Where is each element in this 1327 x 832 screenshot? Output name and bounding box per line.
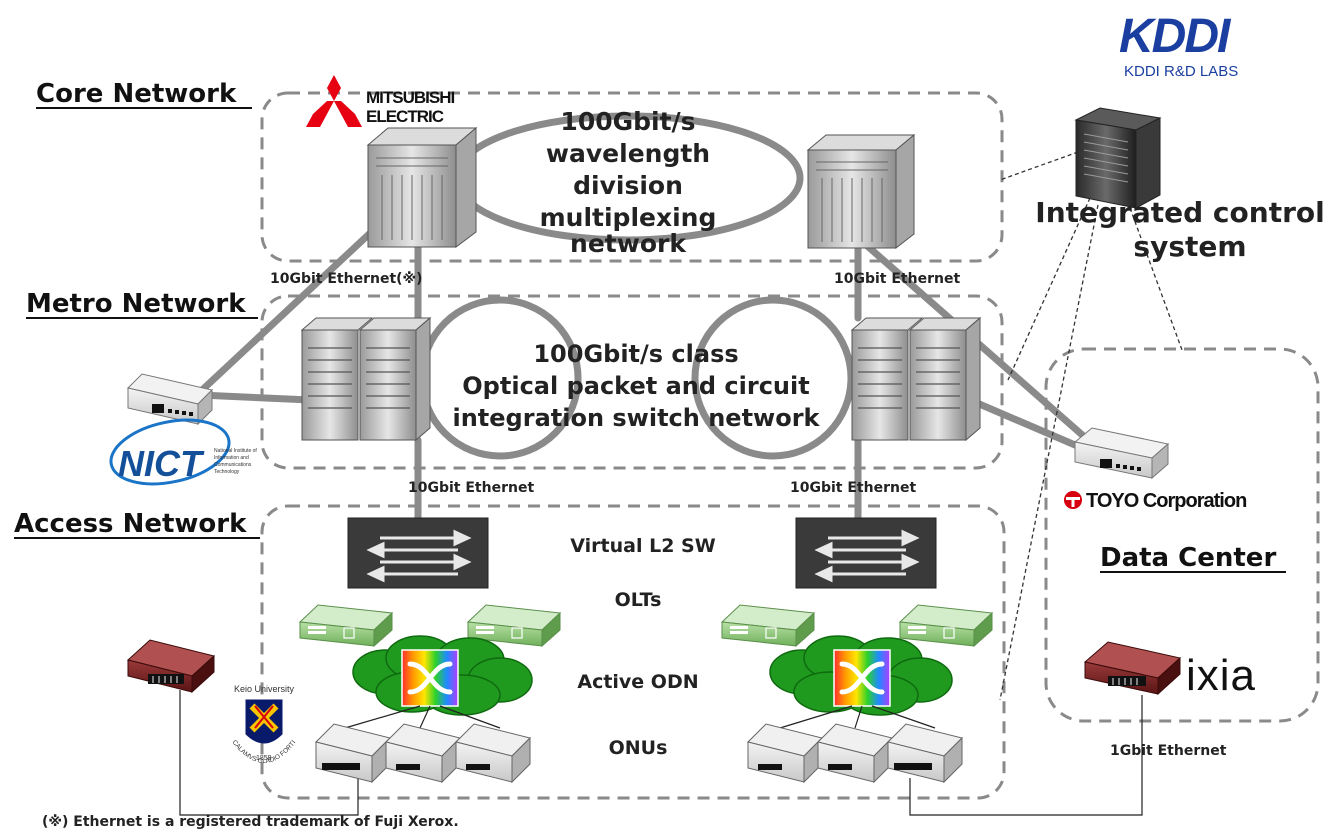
footnote: (※) Ethernet is a registered trademark o… xyxy=(42,814,459,830)
metro-ring-line-2: Optical packet and circuit xyxy=(462,372,809,400)
odn-cloud-right xyxy=(769,635,953,716)
metro-switch-right xyxy=(850,316,982,442)
core-ring-line-3: division xyxy=(573,171,683,200)
access-label-l2sw: Virtual L2 SW xyxy=(570,535,715,557)
metro-network-title: Metro Network xyxy=(26,289,246,319)
access-label-onus: ONUs xyxy=(609,737,668,759)
link-label-dc: 1Gbit Ethernet xyxy=(1110,743,1227,759)
nict-logo-text: NICT xyxy=(118,443,205,484)
control-system-label: Integrated control system xyxy=(1035,196,1324,263)
link-label-metro-left: 10Gbit Ethernet xyxy=(408,480,534,496)
kddi-logo: KDDI KDDI R&D LABS xyxy=(1119,10,1238,80)
core-ring-label: 100Gbit/s wavelength division multiplexi… xyxy=(540,107,717,258)
access-label-olts: OLTs xyxy=(615,589,662,611)
core-ring-line-4: multiplexing xyxy=(540,203,717,232)
access-network-title: Access Network xyxy=(14,509,247,539)
toyo-logo-text: TOYO Corporation xyxy=(1086,490,1246,512)
link-label-metro-right: 10Gbit Ethernet xyxy=(790,480,916,496)
metro-ring-right xyxy=(691,296,855,460)
test-links xyxy=(179,690,1143,816)
link-label-core-right: 10Gbit Ethernet xyxy=(834,271,960,287)
kddi-sub-text: KDDI R&D LABS xyxy=(1124,63,1238,80)
metro-network-area xyxy=(260,294,1004,470)
data-center-title: Data Center xyxy=(1100,543,1276,573)
odn-fanout xyxy=(344,705,936,729)
olt-4 xyxy=(898,604,994,648)
olt-1 xyxy=(298,604,394,648)
odn-cloud-left xyxy=(352,635,533,716)
core-network-area xyxy=(260,91,1004,263)
mitsubishi-text-1: MITSUBISHI xyxy=(366,88,455,107)
l2-switch-left xyxy=(347,517,489,589)
ixia-logo-text: ixia xyxy=(1186,651,1256,700)
nict-sub-2: Information and xyxy=(214,455,249,461)
link-label-core-left: 10Gbit Ethernet(※) xyxy=(270,271,423,287)
olt-3 xyxy=(720,604,816,648)
onu-group-right xyxy=(747,723,963,784)
kddi-logo-text: KDDI xyxy=(1119,10,1232,63)
ixia-logo: ixia xyxy=(1186,651,1256,700)
tester-right xyxy=(1083,641,1182,696)
edge-box-left xyxy=(127,373,213,426)
keio-year: 1858 xyxy=(256,755,272,762)
data-center-area xyxy=(1044,347,1320,723)
onu-group-left xyxy=(315,723,531,784)
core-ring-line-5: network xyxy=(570,229,687,258)
core-router-left xyxy=(366,126,478,248)
metro-switch-left xyxy=(300,316,432,442)
access-label-odn: Active ODN xyxy=(577,671,698,693)
control-server xyxy=(1074,107,1162,209)
nict-sub-3: Communications xyxy=(214,462,252,468)
mitsubishi-logo: MITSUBISHI ELECTRIC xyxy=(306,75,456,127)
keio-logo-text: Keio University xyxy=(234,684,295,694)
control-system-line-2: system xyxy=(1133,230,1246,263)
tester-left xyxy=(126,639,216,694)
nict-sub-4: Technology xyxy=(214,469,240,475)
metro-ring-label: 100Gbit/s class Optical packet and circu… xyxy=(452,340,820,432)
core-network-title: Core Network xyxy=(36,79,237,109)
control-system-line-1: Integrated control xyxy=(1035,196,1324,229)
toyo-logo: TOYO Corporation xyxy=(1064,490,1247,512)
core-ring-line-1: 100Gbit/s xyxy=(560,107,695,136)
l2-switch-right xyxy=(795,517,937,589)
edge-box-right xyxy=(1073,427,1170,480)
core-router-right xyxy=(806,133,916,250)
nict-sub-1: National Institute of xyxy=(214,448,257,454)
mitsubishi-text-2: ELECTRIC xyxy=(366,107,444,126)
metro-ring-line-3: integration switch network xyxy=(452,404,820,432)
nict-logo: NICT National Institute of Information a… xyxy=(109,418,257,486)
access-network-area xyxy=(260,504,1006,800)
core-ring-line-2: wavelength xyxy=(546,139,710,168)
metro-ring-line-1: 100Gbit/s class xyxy=(533,340,738,368)
control-links xyxy=(999,151,1183,701)
